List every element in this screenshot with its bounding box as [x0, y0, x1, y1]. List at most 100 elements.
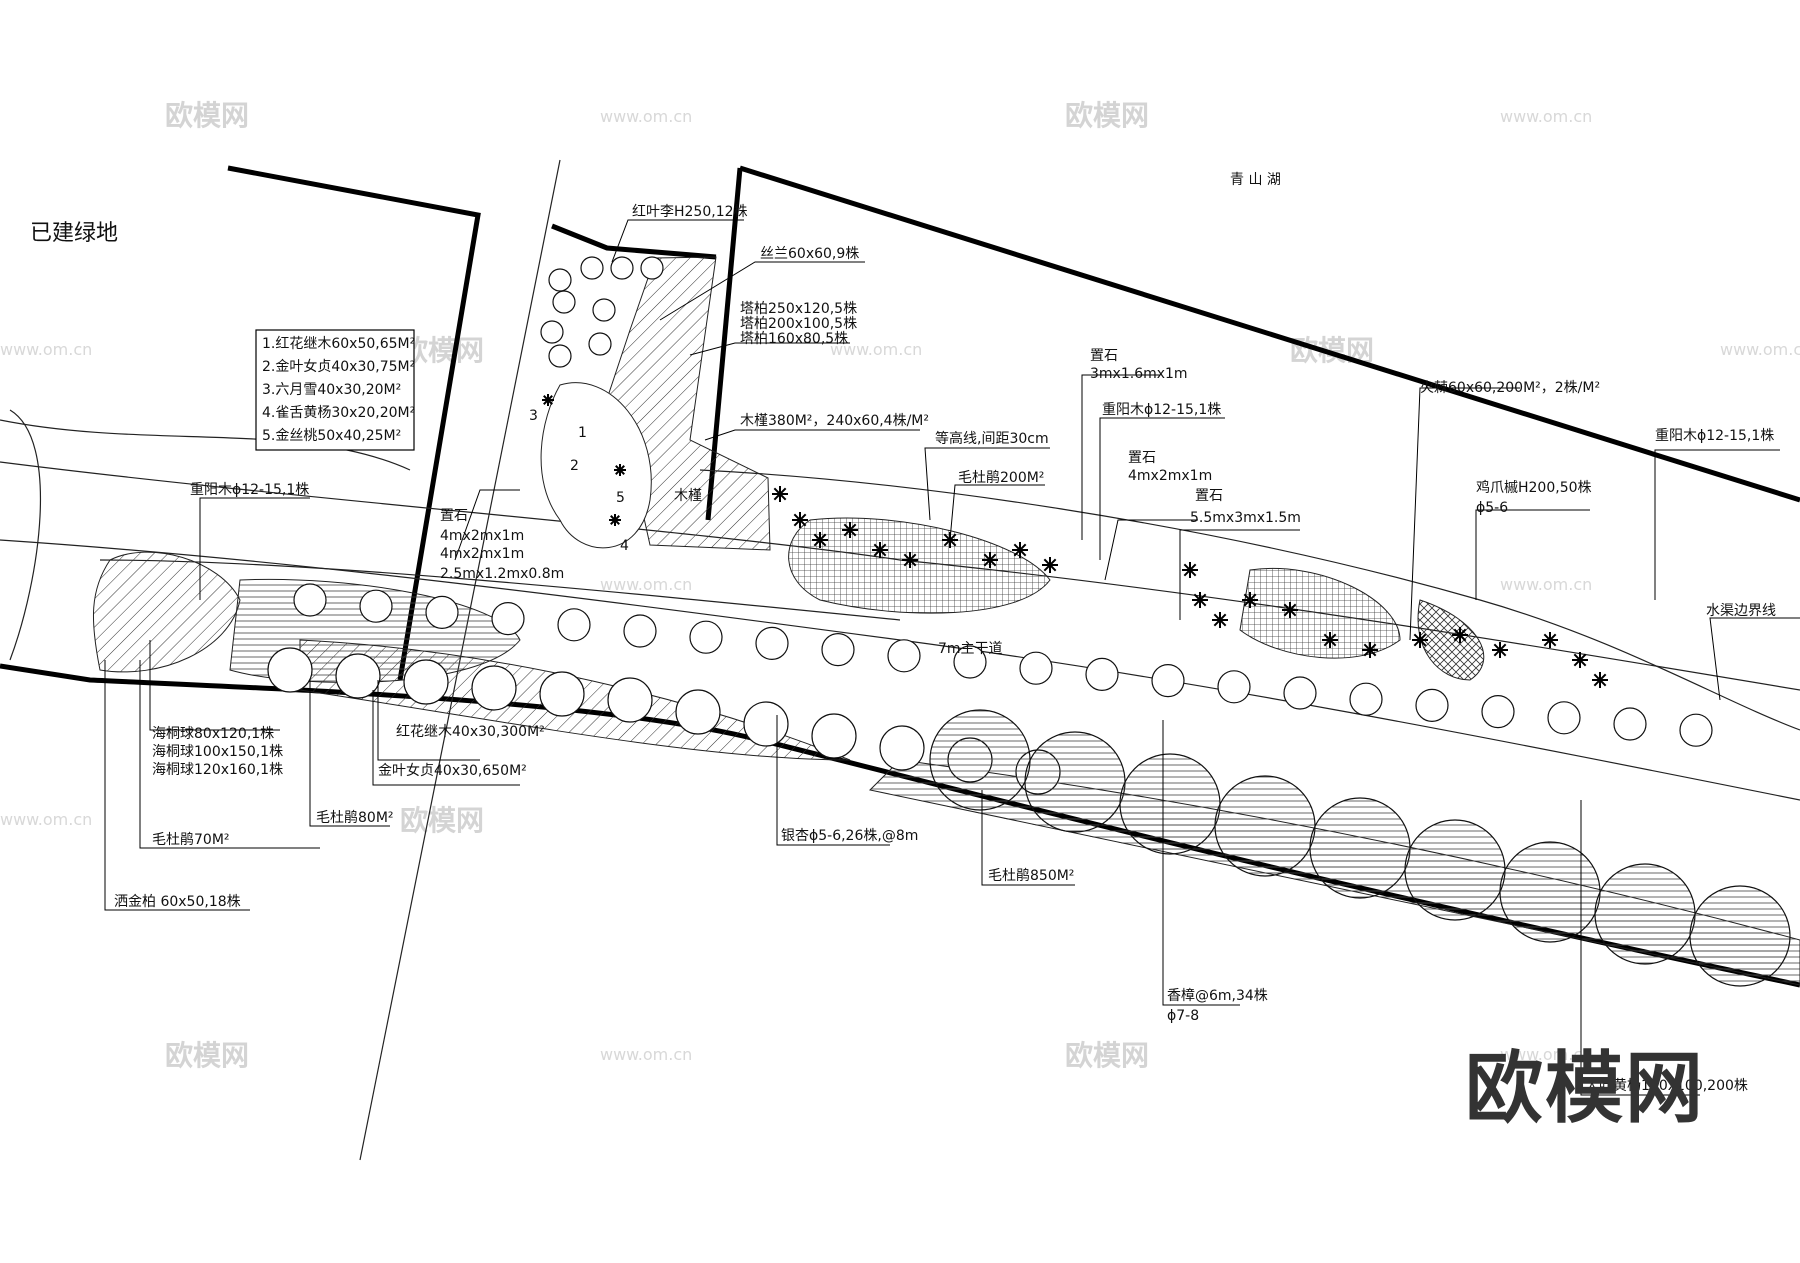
- label-zhishi-3: 置石: [1195, 488, 1223, 504]
- label-zhishi-left-2: 4mx2mx1m: [440, 546, 524, 562]
- plum-tree-symbol: [540, 320, 564, 344]
- boxwood-symbol: [929, 709, 1031, 811]
- label-chongyang-mid: 重阳木ϕ12-15,1株: [1102, 402, 1221, 418]
- shrub-symbol: [1012, 542, 1028, 558]
- camphor-tree-symbol: [887, 639, 921, 673]
- camphor-tree-symbol: [1481, 694, 1515, 729]
- plum-tree-symbol: [548, 344, 572, 368]
- label-sajinbai: 洒金柏 60x50,18株: [114, 894, 241, 910]
- camphor-tree-symbol: [557, 608, 591, 642]
- watermark-url: www.om.cn: [1500, 575, 1592, 594]
- boxwood-symbol: [1309, 797, 1411, 899]
- label-maodujuan-70: 毛杜鹃70M²: [152, 831, 230, 848]
- label-hongyeli: 红叶李H250,12株: [632, 204, 748, 220]
- shrub-symbol: [1452, 627, 1468, 643]
- camphor-tree-symbol: [1085, 657, 1119, 692]
- legend-item: 3.六月雪40x30,20M²: [262, 382, 401, 398]
- shrub-symbol: [842, 522, 858, 538]
- label-tabai-1: 塔柏250x120,5株: [740, 301, 857, 317]
- label-zhishi-1: 置石: [1090, 348, 1118, 364]
- ginkgo-tree-symbol: [267, 647, 313, 693]
- boxwood-symbol: [1404, 819, 1506, 921]
- ginkgo-tree-symbol: [879, 725, 925, 771]
- legend-item: 4.雀舌黄杨30x20,20M²: [262, 404, 415, 421]
- shrub-symbol: [1542, 632, 1558, 648]
- ginkgo-tree-symbol: [403, 659, 449, 705]
- watermark-url: www.om.cn: [0, 810, 92, 829]
- plum-tree-symbol: [588, 332, 612, 356]
- road-label: 7m主干道: [938, 641, 1003, 657]
- ginkgo-tree-symbol: [675, 689, 721, 735]
- camphor-tree-symbol: [689, 620, 723, 654]
- shrub-symbol: [1212, 612, 1228, 628]
- shrub-symbol: [1242, 592, 1258, 608]
- label-haitong-2: 海桐球100x150,1株: [152, 744, 283, 760]
- boxwood-symbol: [1214, 775, 1316, 877]
- label-zhishi-left-3: 2.5mx1.2mx0.8m: [440, 566, 564, 582]
- camphor-tree-symbol: [359, 589, 393, 623]
- label-contour: 等高线,间距30cm: [935, 430, 1049, 447]
- annotations: [104, 219, 1800, 1096]
- svg-text:4: 4: [620, 538, 629, 554]
- shrub-symbol: [772, 486, 788, 502]
- lake-label: 青 山 湖: [1230, 172, 1281, 188]
- camphor-tree-symbol: [1547, 701, 1581, 735]
- label-mujin-short: 木槿: [674, 488, 702, 504]
- watermark-url: www.om.cn: [1720, 340, 1800, 359]
- camphor-tree-symbol: [491, 601, 525, 636]
- camphor-tree-symbol: [1217, 670, 1251, 704]
- legend-box: 1.红花继木60x50,65M² 2.金叶女贞40x30,75M² 3.六月雪4…: [255, 329, 415, 451]
- label-haitong-1: 海桐球80x120,1株: [152, 726, 274, 742]
- svg-text:3: 3: [529, 408, 538, 424]
- svg-text:1: 1: [578, 425, 587, 441]
- shrub-symbol: [1362, 642, 1378, 658]
- tree-symbols: [267, 256, 1791, 987]
- plot-numbers: 1 2 3 4 5: [529, 408, 629, 554]
- label-hongjimu: 红花继木40x30,300M²: [396, 724, 545, 740]
- camphor-tree-symbol: [293, 583, 327, 617]
- boxwood-symbol: [1499, 841, 1601, 943]
- small-shrub-symbol: [609, 514, 621, 526]
- camphor-tree-symbol: [821, 632, 855, 667]
- small-shrub-symbol: [542, 394, 554, 406]
- shrub-symbol: [1192, 592, 1208, 608]
- label-zhishi-2: 置石: [1128, 450, 1156, 466]
- watermark-url: www.om.cn: [1500, 107, 1592, 126]
- shrub-symbol: [872, 542, 888, 558]
- camphor-tree-symbol: [1019, 651, 1053, 685]
- label-zhishi-3-size: 5.5mx3mx1.5m: [1190, 510, 1301, 526]
- camphor-tree-symbol: [755, 626, 789, 661]
- label-silan: 丝兰60x60,9株: [760, 246, 859, 262]
- label-xiangzhang-size: ϕ7-8: [1167, 1008, 1199, 1024]
- watermark-url: www.om.cn: [1500, 1045, 1592, 1064]
- camphor-tree-symbol: [1613, 707, 1647, 741]
- watermark-brand: 欧模网: [165, 99, 249, 132]
- legend-item: 1.红花继木60x50,65M²: [262, 336, 415, 352]
- shrub-symbol: [812, 532, 828, 548]
- camphor-tree-symbol: [953, 645, 987, 679]
- label-huoji: 火棘60x60,200M²，2株/M²: [1420, 380, 1600, 396]
- watermark-brand: 欧模网: [1065, 1039, 1149, 1072]
- watermarks: 欧模网 www.om.cn 欧模网 www.om.cn 欧模网 www.om.c…: [0, 99, 1800, 1072]
- canal-label: 水渠边界线: [1706, 603, 1776, 619]
- boxwood-symbol: [1689, 885, 1791, 987]
- camphor-tree-symbol: [1151, 663, 1185, 698]
- svg-text:5: 5: [616, 490, 625, 506]
- label-chongyang-right: 重阳木ϕ12-15,1株: [1655, 428, 1774, 444]
- label-jizhuashu-size: ϕ5-6: [1476, 500, 1508, 516]
- watermark-brand: 欧模网: [400, 804, 484, 837]
- plum-tree-symbol: [548, 268, 572, 292]
- shrub-symbol: [1042, 557, 1058, 573]
- camphor-tree-symbol: [1283, 676, 1317, 710]
- label-maodujuan-850: 毛杜鹃850M²: [988, 867, 1074, 884]
- shrub-symbol: [982, 552, 998, 568]
- ginkgo-tree-symbol: [539, 671, 585, 717]
- label-zhishi-left-1: 4mx2mx1m: [440, 528, 524, 544]
- svg-text:2: 2: [570, 458, 579, 474]
- shrub-symbol: [1282, 602, 1298, 618]
- plum-tree-symbol: [610, 256, 634, 280]
- camphor-tree-symbol: [1349, 682, 1383, 716]
- ginkgo-tree-symbol: [811, 713, 857, 759]
- camphor-tree-symbol: [1679, 713, 1713, 747]
